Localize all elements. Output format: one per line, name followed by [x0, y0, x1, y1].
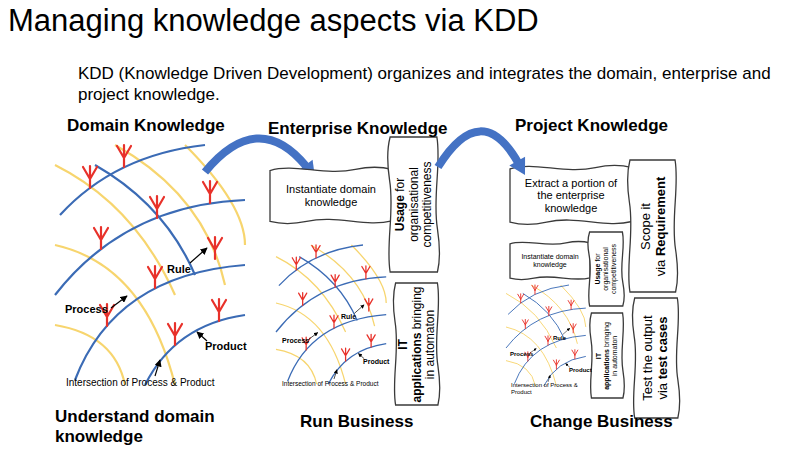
node-heading: Usage — [594, 264, 601, 285]
scroll-outline-path — [393, 283, 439, 405]
banner-scroll: Extract a portion of the enterprise know… — [510, 163, 632, 228]
curved-arrow — [438, 131, 525, 175]
product-label: Product — [205, 340, 247, 353]
page-title: Managing knowledge aspects via KDD — [8, 3, 539, 39]
banner-scroll: Instantiate domain knowledge — [510, 240, 590, 282]
node-text-inner: Scope it viaRequirement — [638, 167, 668, 285]
intersection-label: Intersection of Process & Product — [282, 380, 390, 387]
column-heading: Domain Knowledge — [67, 116, 225, 136]
node-text-inner: Instantiate domain knowledge — [516, 253, 584, 269]
node-heading: Instantiate domain knowledge — [286, 183, 376, 208]
node-heading: IT applications — [395, 332, 423, 402]
banner-scroll: Instantiate domain knowledge — [270, 165, 392, 227]
scroll-outline-path — [388, 137, 440, 272]
node-heading: Extract a portion of the enterprise know… — [525, 177, 617, 214]
vertical-scroll: IT applicationsbringing in automaton — [391, 283, 442, 405]
node-text: Usagefor organisational competitiveness — [590, 237, 622, 301]
node-heading: IT applications — [595, 349, 610, 390]
product-label: Product — [363, 358, 389, 366]
node-text-inner: Extract a portion of the enterprise know… — [516, 177, 626, 215]
vertical-scroll: Usagefor organisational competitiveness — [586, 232, 626, 306]
scroll-outline-path — [510, 165, 632, 224]
intersection-label: Intersection of Process & Product — [511, 382, 585, 396]
node-text: Instantiate domain knowledge — [276, 170, 386, 222]
subtitle: KDD (Knowledge Driven Development) organ… — [78, 63, 794, 106]
node-text-inner: IT applicationsbringing in automaton — [396, 286, 437, 402]
node-body: test cases — [655, 316, 670, 379]
node-text: Test the output viatest cases — [634, 308, 678, 408]
scroll-outline-path — [632, 298, 679, 418]
rule-label: Rule — [553, 335, 566, 342]
rule-label: Rule — [341, 313, 356, 321]
product-label: Product — [569, 367, 592, 374]
node-text: IT applicationsbringing in automaton — [395, 290, 438, 398]
node-text-inner: Usagefor organisational competitiveness — [393, 145, 434, 265]
node-body: Requirement — [652, 176, 667, 255]
curved-arrow — [205, 138, 306, 172]
column-footer: Understand domain knowledge — [55, 407, 245, 448]
node-text: Scope it viaRequirement — [629, 167, 676, 285]
process-label: Process — [65, 303, 108, 316]
process-label: Process — [510, 351, 533, 358]
node-text: Extract a portion of the enterprise know… — [516, 168, 626, 223]
column-footer: Run Business — [300, 412, 413, 432]
vertical-scroll: IT applicationsbringing in automaton — [588, 313, 626, 398]
vertical-scroll: Scope it viaRequirement — [625, 160, 680, 292]
vertical-scroll: Test the output viatest cases — [630, 298, 682, 418]
node-text-inner: Instantiate domain knowledge — [276, 183, 386, 208]
node-text: IT applicationsbringing in automaton — [592, 325, 622, 387]
scroll-outline-path — [588, 232, 624, 306]
rule-label: Rule — [167, 263, 191, 276]
node-text: Usagefor organisational competitiveness — [389, 145, 438, 265]
column-footer: Change Business — [530, 412, 673, 432]
node-text-inner: IT applicationsbringing in automaton — [595, 322, 619, 390]
vertical-scroll: Usagefor organisational competitiveness — [385, 137, 442, 272]
column-heading: Project Knowledge — [515, 116, 668, 136]
scroll-outline-path — [590, 313, 624, 398]
curved-arrow-line — [438, 131, 519, 167]
arrow-head — [509, 157, 525, 175]
node-text-inner: Test the output viatest cases — [641, 308, 671, 408]
node-heading: Instantiate domain knowledge — [521, 253, 578, 268]
column-heading: Enterprise Knowledge — [268, 119, 447, 139]
scroll-outline-path — [628, 160, 678, 292]
intersection-label: Intersection of Process & Product — [66, 377, 214, 389]
process-label: Process — [282, 337, 309, 345]
scroll-outline-path — [510, 242, 590, 280]
node-text-inner: Usagefor organisational competitiveness — [594, 237, 618, 301]
scroll-outline-path — [270, 167, 392, 223]
node-text: Instantiate domain knowledge — [516, 245, 584, 277]
node-heading: Usage — [392, 195, 406, 231]
